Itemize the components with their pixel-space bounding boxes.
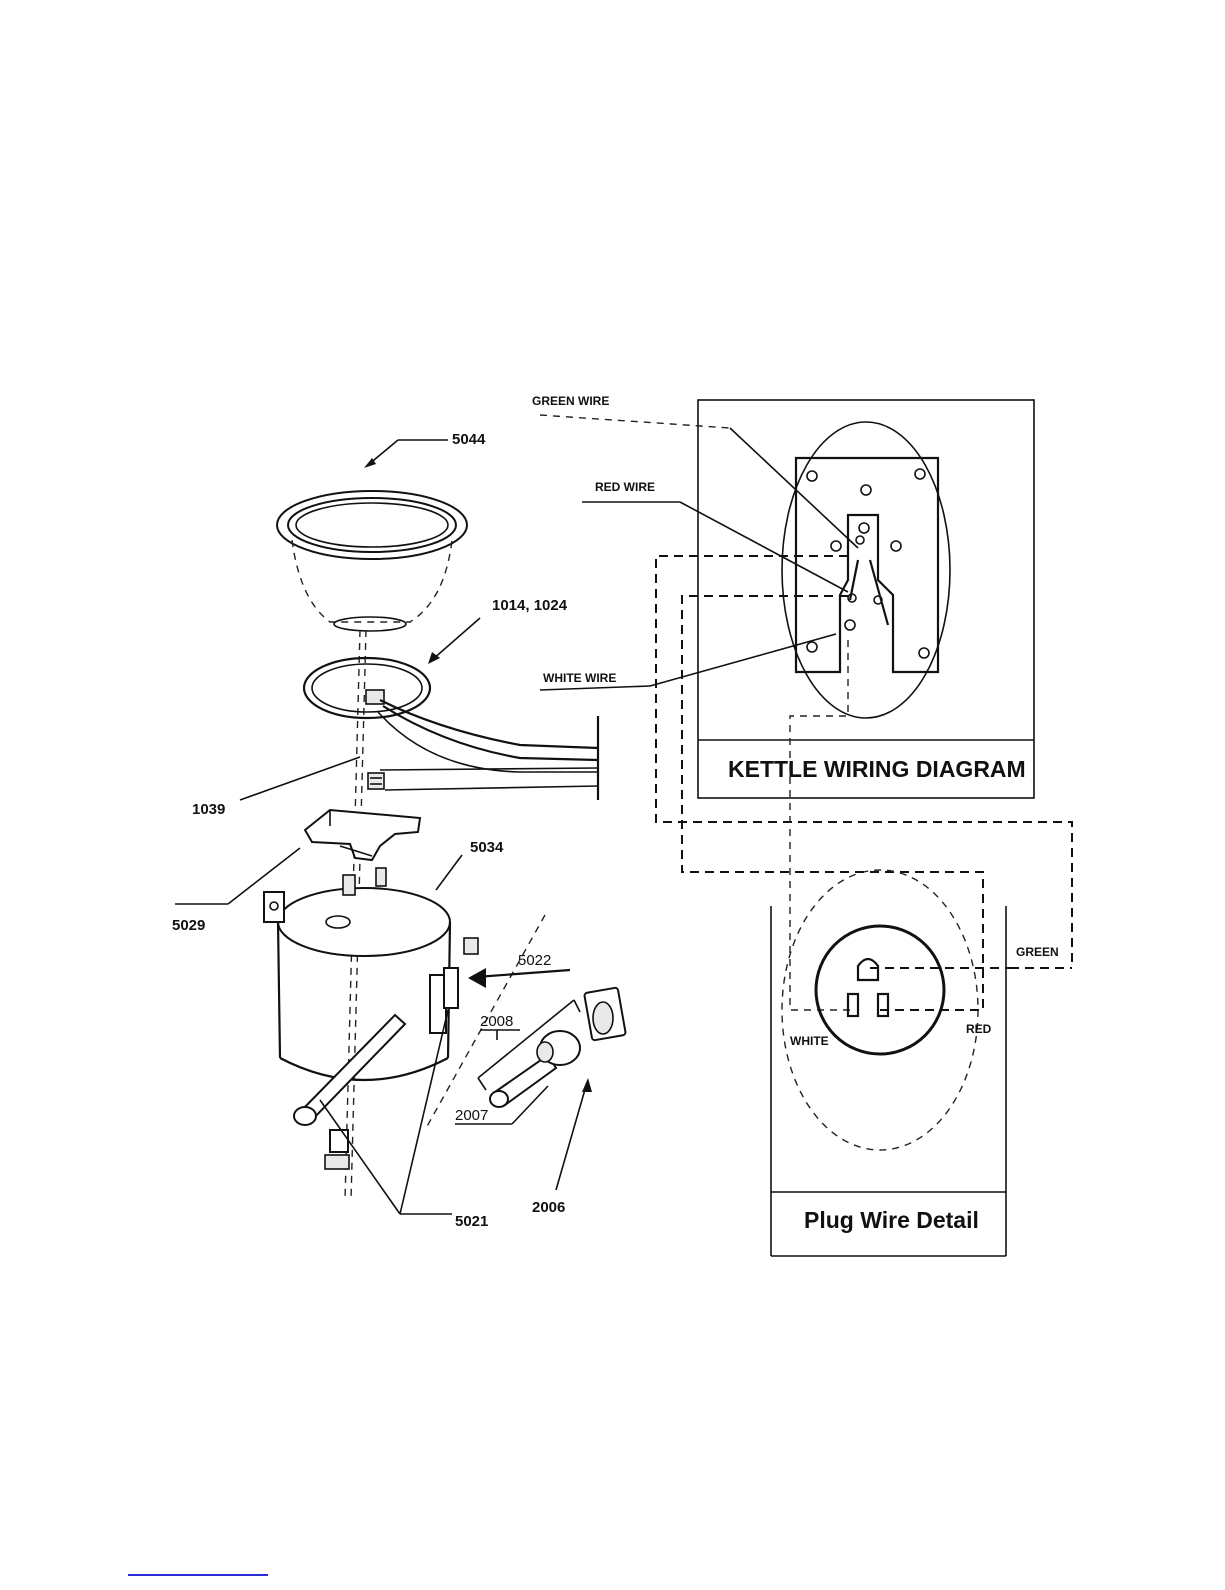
green-wire-label: GREEN WIRE: [532, 394, 609, 408]
plug-wire-detail-title: Plug Wire Detail: [804, 1207, 979, 1233]
kettle-wiring-diagram-box: [540, 400, 1034, 798]
red-wire-label: RED WIRE: [595, 480, 655, 494]
callout-2008: 2008: [480, 1013, 513, 1030]
callout-1014-1024: 1014, 1024: [492, 597, 568, 614]
kettle-body-5034: [264, 868, 478, 1125]
callout-5044: 5044: [452, 431, 486, 448]
plug-wire-detail-box: [771, 870, 1072, 1256]
callout-5029: 5029: [172, 917, 205, 934]
callout-2006: 2006: [532, 1199, 565, 1216]
callout-5034: 5034: [470, 839, 504, 856]
thermostat-nut-1039: [368, 773, 384, 789]
plug-red-label: RED: [966, 1022, 992, 1036]
white-wire-label: WHITE WIRE: [543, 671, 616, 685]
callout-2007: 2007: [455, 1107, 488, 1124]
callout-1039: 1039: [192, 801, 225, 818]
plug-green-label: GREEN: [1016, 945, 1059, 959]
motor-assembly-2008: [478, 987, 626, 1107]
plug-white-label: WHITE: [790, 1034, 829, 1048]
terminal-bracket-5029: [305, 810, 420, 860]
callout-5021: 5021: [455, 1213, 488, 1230]
callout-5022: 5022: [518, 952, 551, 969]
kettle-lid-5044: [277, 491, 467, 631]
footer-link-underline[interactable]: [128, 1574, 268, 1576]
connecting-wires: [656, 556, 1072, 1010]
kettle-wiring-diagram-title: KETTLE WIRING DIAGRAM: [728, 756, 1026, 782]
